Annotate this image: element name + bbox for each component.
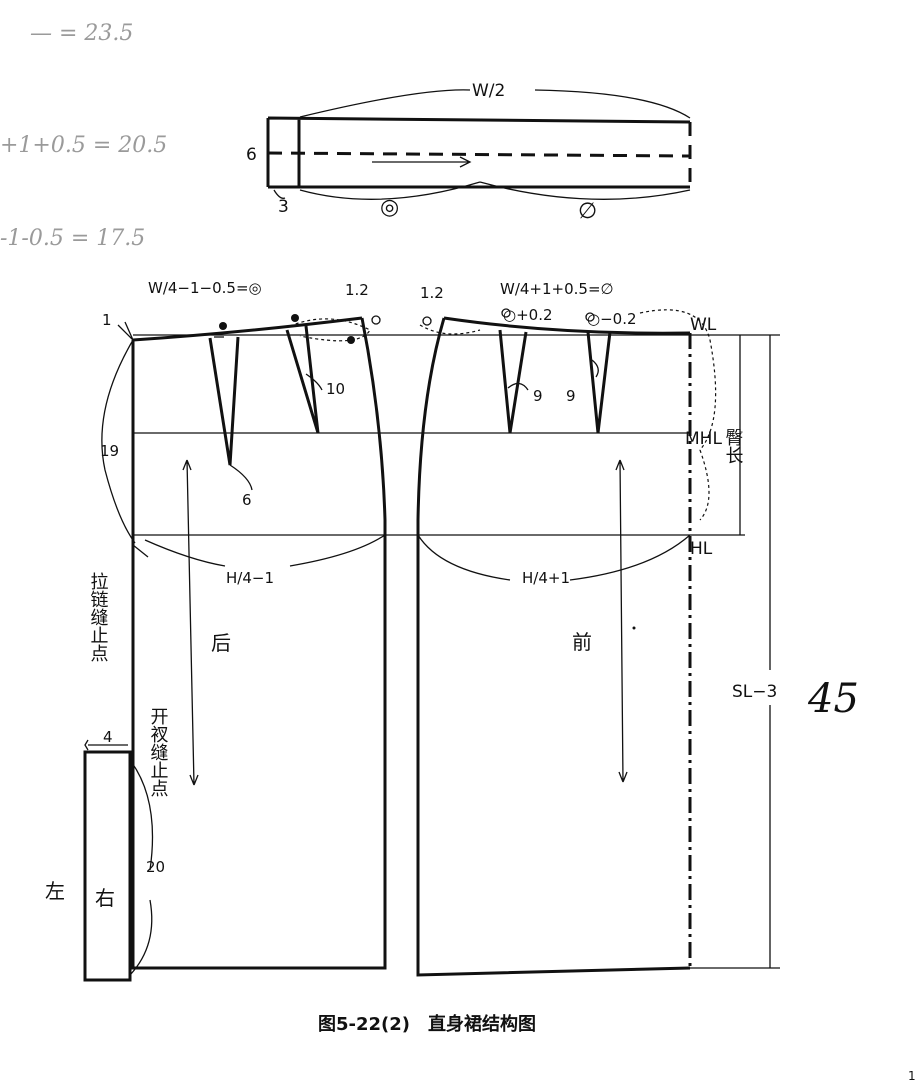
handwritten-note-3: -1-0.5 = 17.5 <box>0 226 145 251</box>
waistband-overlap-label: 3 <box>278 197 289 217</box>
back-hip-formula: H/4−1 <box>226 569 274 587</box>
front-dart-length-2: 9 <box>566 387 576 405</box>
front-side-raise: 1.2 <box>420 284 444 302</box>
skirt-length-label: SL−3 <box>732 682 777 702</box>
vent-left-label: 左 <box>45 879 65 903</box>
waistband-height-label: 6 <box>246 145 257 165</box>
handwritten-skirt-length: 45 <box>807 676 859 722</box>
front-dart-adjust-b: ○−0.2 <box>587 310 637 328</box>
front-hip-formula: H/4+1 <box>522 569 570 587</box>
vent-length-label: 20 <box>146 858 165 876</box>
back-dart-offset: 6 <box>242 491 252 509</box>
zipper-stop-label: 拉链缝止点 <box>88 572 109 662</box>
back-panel: W/4−1−0.5=◎ 1.2 1 10 6 19 H/4−1 后 拉链缝止点 … <box>45 279 387 982</box>
vent-right-label: 右 <box>95 886 115 910</box>
hip-depth-label: 19 <box>100 442 119 460</box>
back-panel-name: 后 <box>211 631 231 655</box>
figure-caption: 图5-22(2) 直身裙结构图 <box>318 1013 536 1035</box>
vent-width-label: 4 <box>103 728 113 746</box>
back-waist-symbol: ◎ <box>380 195 399 220</box>
handwritten-note-2: +1+0.5 = 20.5 <box>0 133 167 158</box>
back-side-raise: 1.2 <box>345 281 369 299</box>
front-panel-name: 前 <box>572 630 592 654</box>
waistband-length-label: W/2 <box>472 81 505 101</box>
mid-hip-line-label: MHL <box>685 429 722 449</box>
front-waist-symbol: ∅ <box>578 199 597 224</box>
hip-line-label: HL <box>690 539 713 559</box>
back-waist-formula: W/4−1−0.5=◎ <box>148 279 262 297</box>
front-dart-length-1: 9 <box>533 387 543 405</box>
front-panel: 1.2 W/4+1+0.5=∅ ○+0.2 ○−0.2 9 9 H/4+1 前 <box>416 280 717 977</box>
back-cb-drop: 1 <box>102 311 112 329</box>
hip-length-label: 臀长 <box>723 428 744 464</box>
waistband: W/2 6 3 ◎ ∅ <box>246 81 692 224</box>
reference-lines: WL MHL HL 臀长 SL−3 45 <box>133 315 859 969</box>
handwritten-note-1: — = 23.5 <box>30 21 133 46</box>
back-dart-length: 10 <box>326 380 345 398</box>
front-waist-formula: W/4+1+0.5=∅ <box>500 280 614 298</box>
page-number: 1 <box>908 1069 916 1083</box>
vent-stop-label: 开衩缝止点 <box>148 707 169 797</box>
front-dart-adjust-a: ○+0.2 <box>503 306 553 324</box>
